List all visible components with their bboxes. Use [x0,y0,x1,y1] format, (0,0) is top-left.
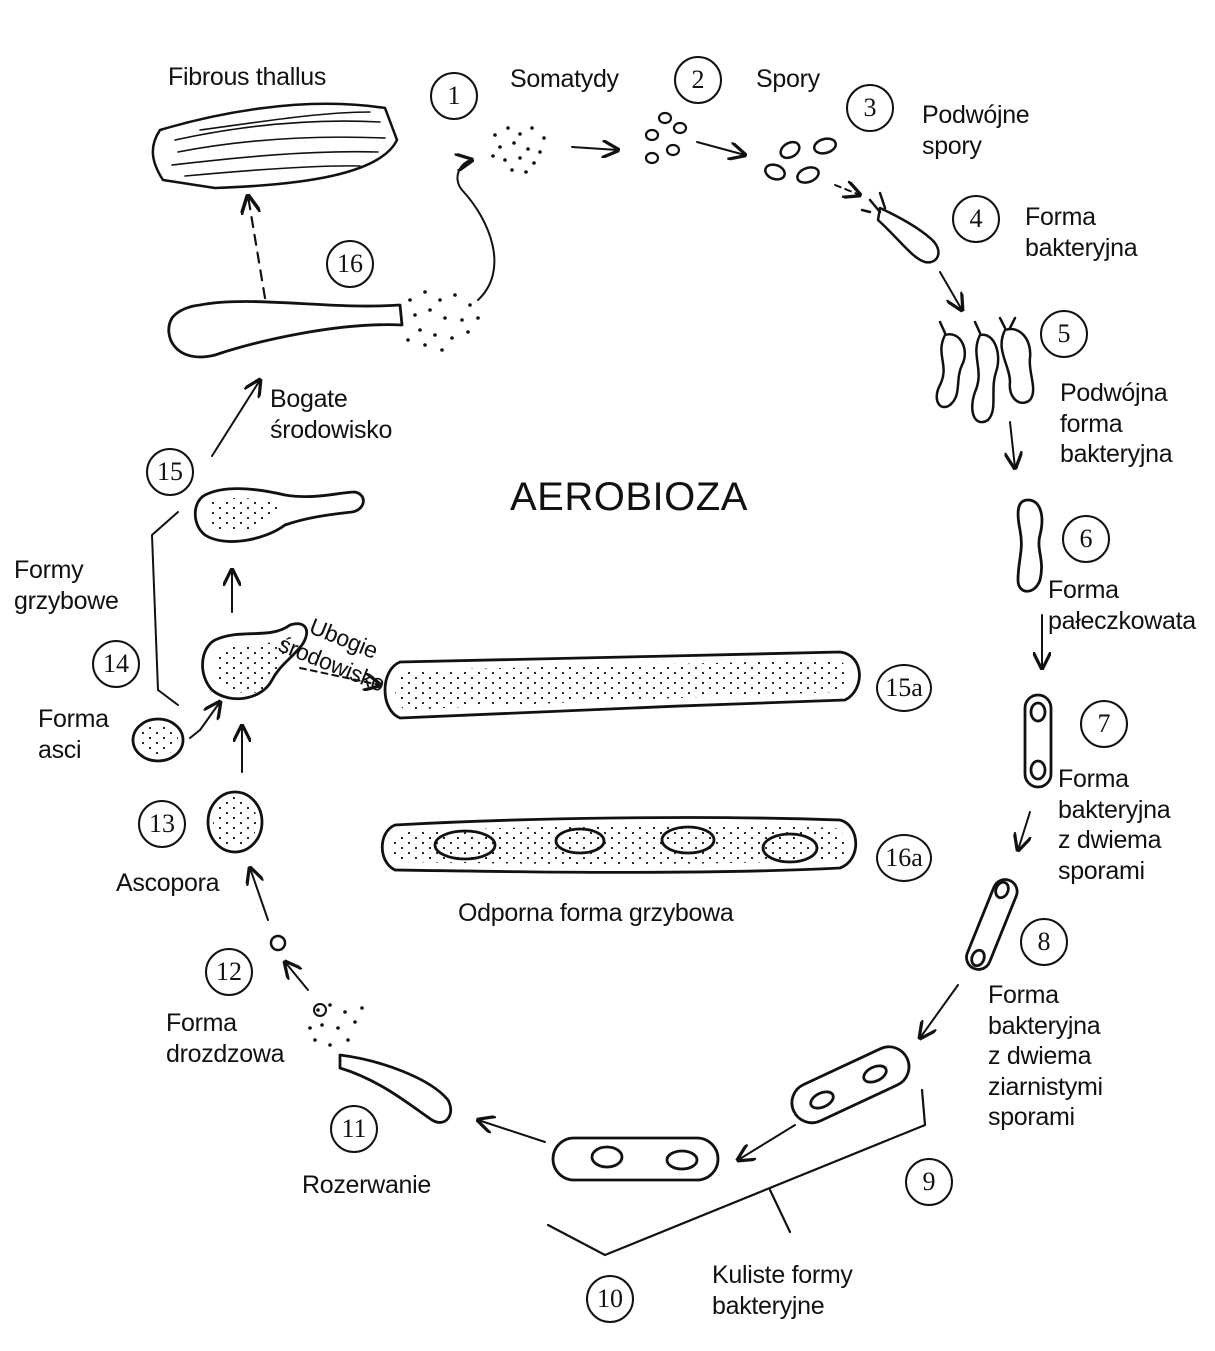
spory-label: Spory [756,64,820,95]
fibrous-thallus-label: Fibrous thallus [168,62,326,93]
rozerwanie-label: Rozerwanie [302,1170,431,1201]
forma-drozdzowa-shape [271,936,285,950]
forma-bakteryjna-shape [862,193,938,262]
stage-16-shape [169,301,402,357]
stage-16-dots [406,290,480,352]
stage-1-number: 1 [430,72,478,120]
stage-15-number: 15 [146,448,194,496]
stage-10-number: 10 [586,1275,634,1323]
stage-16-number: 16 [326,240,374,288]
odporna-forma-grzybowa-label: Odporna forma grzybowa [458,898,733,929]
stage-14-number: 14 [92,640,140,688]
somatydy-label: Somatydy [510,64,619,95]
kuliste-formy-bracket [548,1090,925,1255]
spory-shapes [646,113,686,163]
podwojne-spory-shapes [763,136,837,185]
forma-ziarniste-spory-shape [963,876,1021,973]
stage-2-number: 2 [674,56,722,104]
stage-9-number: 9 [905,1158,953,1206]
fibrous-thallus-shape [153,104,397,188]
forma-dwie-spory-shape [1025,695,1051,787]
stage-16a-shape [382,818,856,873]
kuliste-forma-10-shape [553,1138,718,1180]
diagram-title: AEROBIOZA [510,475,748,520]
stage-7-number: 7 [1080,700,1128,748]
stage-8-number: 8 [1020,918,1068,966]
stage-16a-number: 16a [876,834,932,882]
stage-11-number: 11 [330,1105,378,1153]
podwojna-forma-bakteryjna-shape [937,318,1033,422]
somatydy-dots [491,126,546,174]
stage-12-number: 12 [205,948,253,996]
kuliste-forma-9-shape [785,1040,915,1129]
stage-13-number: 13 [138,800,186,848]
rozerwanie-dots [308,1003,364,1047]
stage-5-number: 5 [1040,310,1088,358]
stage-4-number: 4 [952,195,1000,243]
stage-6-number: 6 [1062,515,1110,563]
stage-15a-number: 15a [876,664,932,712]
stage-3-number: 3 [846,84,894,132]
forma-paleczkowata-shape [1018,500,1042,591]
ascopora-label: Ascopora [116,868,219,899]
